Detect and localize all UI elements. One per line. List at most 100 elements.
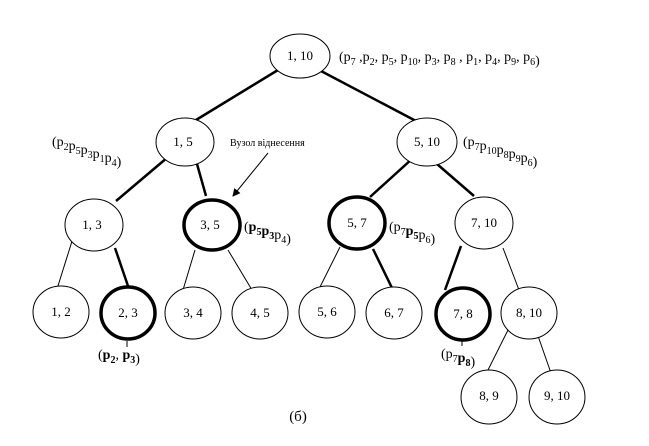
annotation-root-term-1-sep: ,	[375, 50, 382, 65]
node-label: 1, 3	[82, 217, 102, 232]
annotation-n5_10-term-1: p	[480, 139, 487, 154]
node-1-10: 1, 10	[269, 33, 331, 79]
annotation-n5_10-term-1-index: 10	[487, 146, 497, 157]
annotation-n2_3-term-1-index: 3	[130, 355, 135, 366]
annotation-root-term-2: p	[382, 50, 389, 65]
annotation-n5_10-term-4: p	[521, 151, 528, 166]
annotation-n5_7-term-0: p	[394, 220, 401, 235]
annotation-n2_3-term-0: p	[103, 348, 111, 363]
node-9-10: 9, 10	[528, 369, 586, 425]
node-6-7: 6, 7	[365, 286, 423, 340]
annotation-root-term-6: p	[466, 50, 473, 65]
annotation-root-term-1-index: 2	[370, 57, 375, 68]
node-label: 7, 8	[453, 306, 473, 321]
edge-8_10-8_9	[484, 329, 509, 377]
node-label: 1, 5	[173, 134, 193, 149]
edge-root-left	[195, 68, 279, 122]
node-label: 6, 7	[384, 305, 404, 320]
node-label: 5, 10	[414, 134, 440, 149]
annotation-n3_5-term-1: p	[261, 224, 269, 239]
annotation-n2_3-term-0-index: 2	[110, 355, 115, 366]
annotation-n2_3-term-0-sep: ,	[115, 348, 122, 363]
annotation-root: (p7 ,p2, p5, p10, p3, p8 , p1, p4, p9, p…	[339, 50, 540, 69]
annotation-root-term-7: p	[485, 50, 492, 65]
edge-7_10-7_8	[443, 245, 463, 291]
annotation-node-2-3: (p2, p3)	[98, 348, 140, 367]
annotation-node-3-5: (p5p3p4)	[244, 220, 291, 247]
annotation-root-term-5-sep: ,	[456, 50, 467, 65]
edge-1_5-3_5	[195, 163, 208, 197]
node-label: 8, 10	[516, 305, 542, 320]
annotation-n5_7-term-1: p	[406, 224, 414, 239]
node-5-10: 5, 10	[396, 117, 458, 167]
annotation-n1_5-term-2-index: 3	[88, 150, 93, 161]
annotation-root-term-5: p	[444, 50, 451, 65]
annotation-n1_5-term-2: p	[81, 143, 88, 158]
node-1-3: 1, 3	[64, 198, 124, 252]
annotation-n5_10-term-2: p	[497, 143, 504, 158]
node-label: 5, 6	[317, 304, 337, 319]
annotation-n3_5-term-1-index: 3	[269, 231, 274, 242]
annotation-n3_5-term-2: p	[274, 228, 281, 243]
annotation-root-term-3: p	[401, 50, 408, 65]
node-label: 9, 10	[544, 388, 570, 403]
annotation-n1_5-term-3-index: 1	[100, 154, 105, 165]
node-8-9: 8, 9	[460, 369, 518, 425]
annotation-n3_5-term-0-index: 5	[256, 227, 261, 238]
annotation-n5_7-term-0-index: 7	[401, 227, 406, 238]
annotation-root-term-5-index: 8	[451, 57, 456, 68]
node-label: 1, 10	[287, 48, 313, 63]
edge-8_10-9_10	[536, 332, 553, 377]
edge-5_7-5_6	[318, 246, 341, 290]
annotation-n1_5-term-4-index: 4	[112, 158, 117, 169]
node-5-6: 5, 6	[298, 285, 356, 339]
annotation-n7_8-term-1-index: 8	[465, 358, 470, 369]
edge-1_3-2_3	[113, 247, 130, 287]
node-label: 7, 10	[471, 215, 497, 230]
annotation-root-term-7-sep: ,	[497, 50, 504, 65]
annotation-root-term-2-sep: ,	[394, 50, 401, 65]
figure-caption: (б)	[289, 409, 307, 425]
tree-nodes: 1, 10 1, 5 5, 10 1, 3 3, 5 5, 7 7, 10 1	[32, 33, 586, 425]
edge-3_5-4_5	[227, 249, 253, 291]
callout-arrow	[232, 152, 269, 197]
annotation-root-term-4: p	[425, 50, 432, 65]
annotation-root-term-3-sep: ,	[418, 50, 425, 65]
annotation-root-term-2-index: 5	[389, 57, 394, 68]
annotation-n5_10-term-0-index: 7	[475, 142, 480, 153]
annotation-n1_5-term-1: p	[69, 139, 76, 154]
annotation-n5_10-term-2-index: 8	[504, 150, 509, 161]
callout-label: Вузол віднесення	[230, 138, 305, 149]
edge-5_10-5_7	[369, 157, 414, 198]
edge-1_3-1_2	[56, 237, 74, 290]
annotation-root-term-8-sep: ,	[516, 50, 523, 65]
annotation-n5_10-term-4-index: 6	[528, 158, 533, 169]
annotation-node-5-10: (p7p10p8p9p6)	[463, 135, 538, 170]
annotation-root-term-1: p	[363, 50, 370, 65]
annotation-n5_10-term-0: p	[468, 135, 475, 150]
annotation-n5_10-term-3: p	[509, 147, 516, 162]
annotation-root-term-3-index: 10	[408, 57, 418, 68]
edge-3_5-3_4	[182, 249, 196, 291]
node-3-4: 3, 4	[164, 286, 222, 340]
annotation-n7_8-term-1: p	[458, 351, 466, 366]
annotation-n3_5-term-0: p	[249, 220, 257, 235]
edge-5_7-6_7	[371, 248, 395, 291]
edge-5_10-7_10	[436, 163, 475, 197]
annotation-root-term-6-index: 1	[473, 57, 478, 68]
node-1-2: 1, 2	[32, 285, 90, 339]
edge-7_10-8_10	[502, 247, 520, 291]
tree-edges	[56, 68, 553, 377]
annotation-n5_10-term-3-index: 9	[516, 154, 521, 165]
annotation-root-term-9-index: 6	[530, 57, 535, 68]
annotation-n5_7-term-2: p	[418, 228, 425, 243]
node-4-5: 4, 5	[231, 286, 289, 340]
node-1-5: 1, 5	[155, 117, 215, 167]
node-5-7: 5, 7	[327, 195, 387, 251]
annotation-root-term-7-index: 4	[492, 57, 497, 68]
annotation-n1_5-term-0-index: 2	[64, 142, 69, 153]
annotation-n1_5-term-1-index: 5	[76, 146, 81, 157]
node-8-10: 8, 10	[500, 286, 558, 340]
annotation-root-term-6-sep: ,	[478, 50, 485, 65]
